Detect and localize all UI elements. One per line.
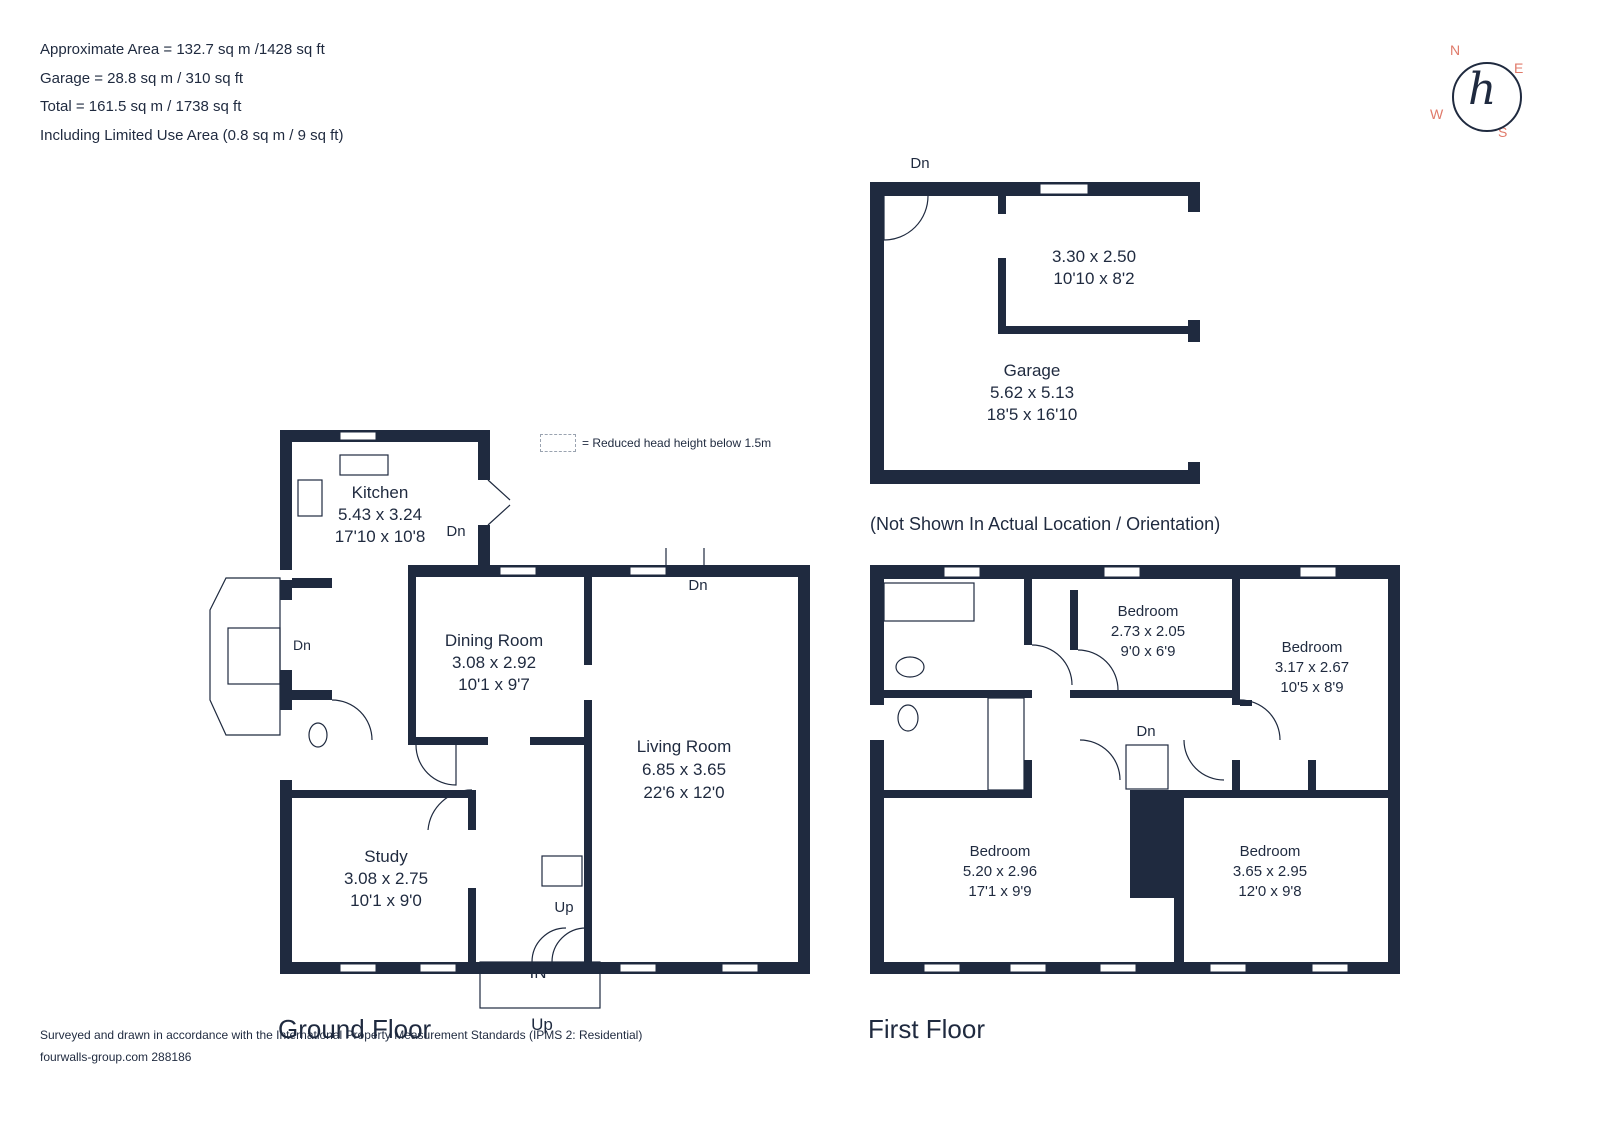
bed3-metric: 5.20 x 2.96	[963, 863, 1037, 880]
study-name: Study	[364, 847, 408, 866]
room-labels: Kitchen 5.43 x 3.24 17'10 x 10'8 Dining …	[293, 155, 1349, 1034]
bed4-metric: 3.65 x 2.95	[1233, 863, 1307, 880]
bed4-name: Bedroom	[1240, 843, 1301, 860]
first-floor-title: First Floor	[868, 1014, 985, 1044]
bed4-imperial: 12'0 x 9'8	[1238, 883, 1301, 900]
brand-mark-icon: h	[1468, 64, 1497, 115]
living-metric: 6.85 x 3.65	[642, 760, 726, 779]
dashed-box-icon	[540, 434, 576, 452]
bed3-name: Bedroom	[970, 843, 1031, 860]
entrance-up: Up	[531, 1015, 553, 1034]
bed2-imperial: 10'5 x 8'9	[1280, 679, 1343, 696]
legend: = Reduced head height below 1.5m	[540, 434, 771, 452]
living-dn: Dn	[688, 577, 707, 594]
study-metric: 3.08 x 2.75	[344, 869, 428, 888]
footer-standards: Surveyed and drawn in accordance with th…	[40, 1028, 643, 1042]
walls	[280, 182, 1400, 974]
compass-w: W	[1430, 106, 1444, 122]
living-name: Living Room	[637, 737, 732, 756]
footer-website: fourwalls-group.com 288186	[40, 1050, 192, 1064]
study-imperial: 10'1 x 9'0	[350, 891, 422, 910]
garage-area: Garage = 28.8 sq m / 310 sq ft	[40, 69, 244, 87]
kitchen-metric: 5.43 x 3.24	[338, 505, 422, 524]
kitchen-name: Kitchen	[352, 483, 409, 502]
legend-text: = Reduced head height below 1.5m	[582, 436, 772, 450]
area-summary: Approximate Area = 132.7 sq m /1428 sq f…	[40, 36, 343, 150]
side-dn: Dn	[293, 637, 311, 653]
compass-e: E	[1514, 60, 1524, 76]
compass-s: S	[1498, 124, 1508, 140]
compass-ring	[1452, 62, 1522, 132]
garage-dn: Dn	[910, 155, 929, 172]
bed1-name: Bedroom	[1118, 603, 1179, 620]
stairs-up: Up	[554, 899, 573, 916]
first-floor-dn: Dn	[1136, 723, 1155, 740]
garage-note: (Not Shown In Actual Location / Orientat…	[870, 514, 1221, 534]
bed2-metric: 3.17 x 2.67	[1275, 659, 1349, 676]
dining-metric: 3.08 x 2.92	[452, 653, 536, 672]
limited-area: Including Limited Use Area (0.8 sq m / 9…	[40, 126, 344, 144]
approx-area: Approximate Area = 132.7 sq m /1428 sq f…	[40, 41, 325, 58]
kitchen-imperial: 17'10 x 10'8	[335, 527, 426, 546]
garage-store-metric: 3.30 x 2.50	[1052, 247, 1136, 266]
dining-imperial: 10'1 x 9'7	[458, 675, 530, 694]
bed2-name: Bedroom	[1282, 639, 1343, 656]
living-imperial: 22'6 x 12'0	[643, 783, 724, 802]
bed1-metric: 2.73 x 2.05	[1111, 623, 1185, 640]
ground-floor-title: Ground Floor	[278, 1014, 432, 1044]
dining-name: Dining Room	[445, 631, 543, 650]
footer: Surveyed and drawn in accordance with th…	[40, 1024, 642, 1068]
bed1-imperial: 9'0 x 6'9	[1121, 643, 1176, 660]
garage-name: Garage	[1004, 361, 1061, 380]
garage-metric: 5.62 x 5.13	[990, 383, 1074, 402]
entrance-in: IN	[530, 963, 547, 982]
total-area: Total = 161.5 sq m / 1738 sq ft	[40, 98, 242, 115]
doors	[209, 195, 1281, 1009]
compass-logo: N E S W h	[1430, 40, 1538, 140]
garage-store-imperial: 10'10 x 8'2	[1053, 269, 1134, 288]
windows	[339, 183, 1349, 973]
kitchen-dn: Dn	[446, 523, 465, 540]
garage-imperial: 18'5 x 16'10	[987, 405, 1078, 424]
bed3-imperial: 17'1 x 9'9	[968, 883, 1031, 900]
compass-n: N	[1450, 42, 1461, 58]
